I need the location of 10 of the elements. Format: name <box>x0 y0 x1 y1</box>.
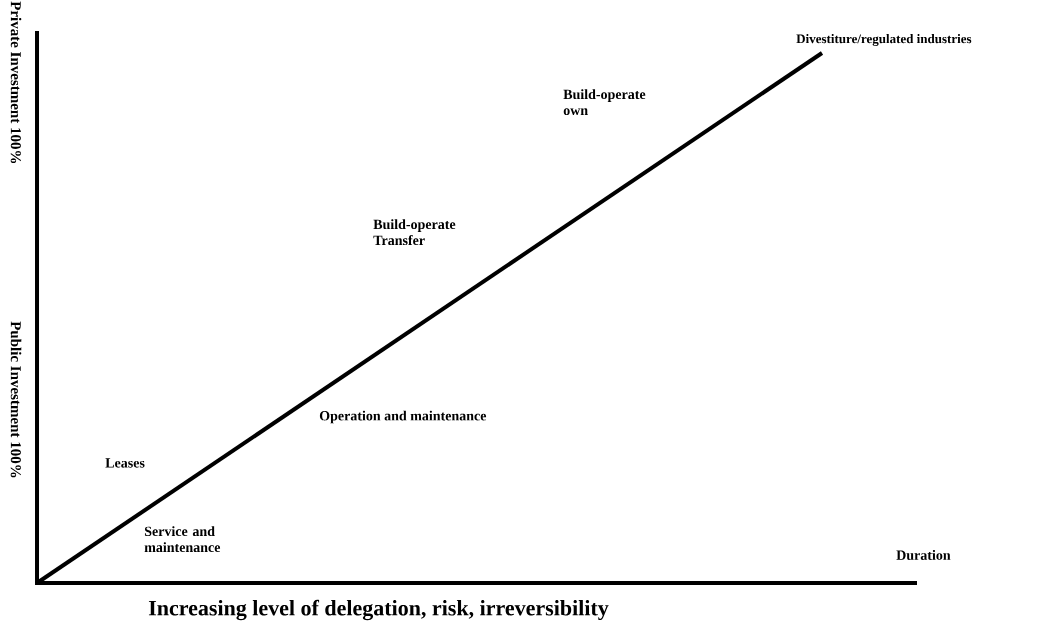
region-label: Leases <box>105 458 145 468</box>
region-label: Build-operate Transfer <box>373 219 456 246</box>
region-label: Build-operate own <box>563 89 646 116</box>
region-label: Operation and maintenance <box>319 410 487 424</box>
axis-title: Increasing level of delegation, risk, irreversibility <box>148 599 609 621</box>
axis-label: Public Investment 100% <box>10 321 22 478</box>
region-label: Service and maintenance <box>144 526 221 553</box>
axis-label: Private Investment 100% <box>10 1 22 164</box>
axis-end-label: Duration <box>896 550 951 560</box>
region-label: Divestiture/regulated industries <box>796 34 972 46</box>
